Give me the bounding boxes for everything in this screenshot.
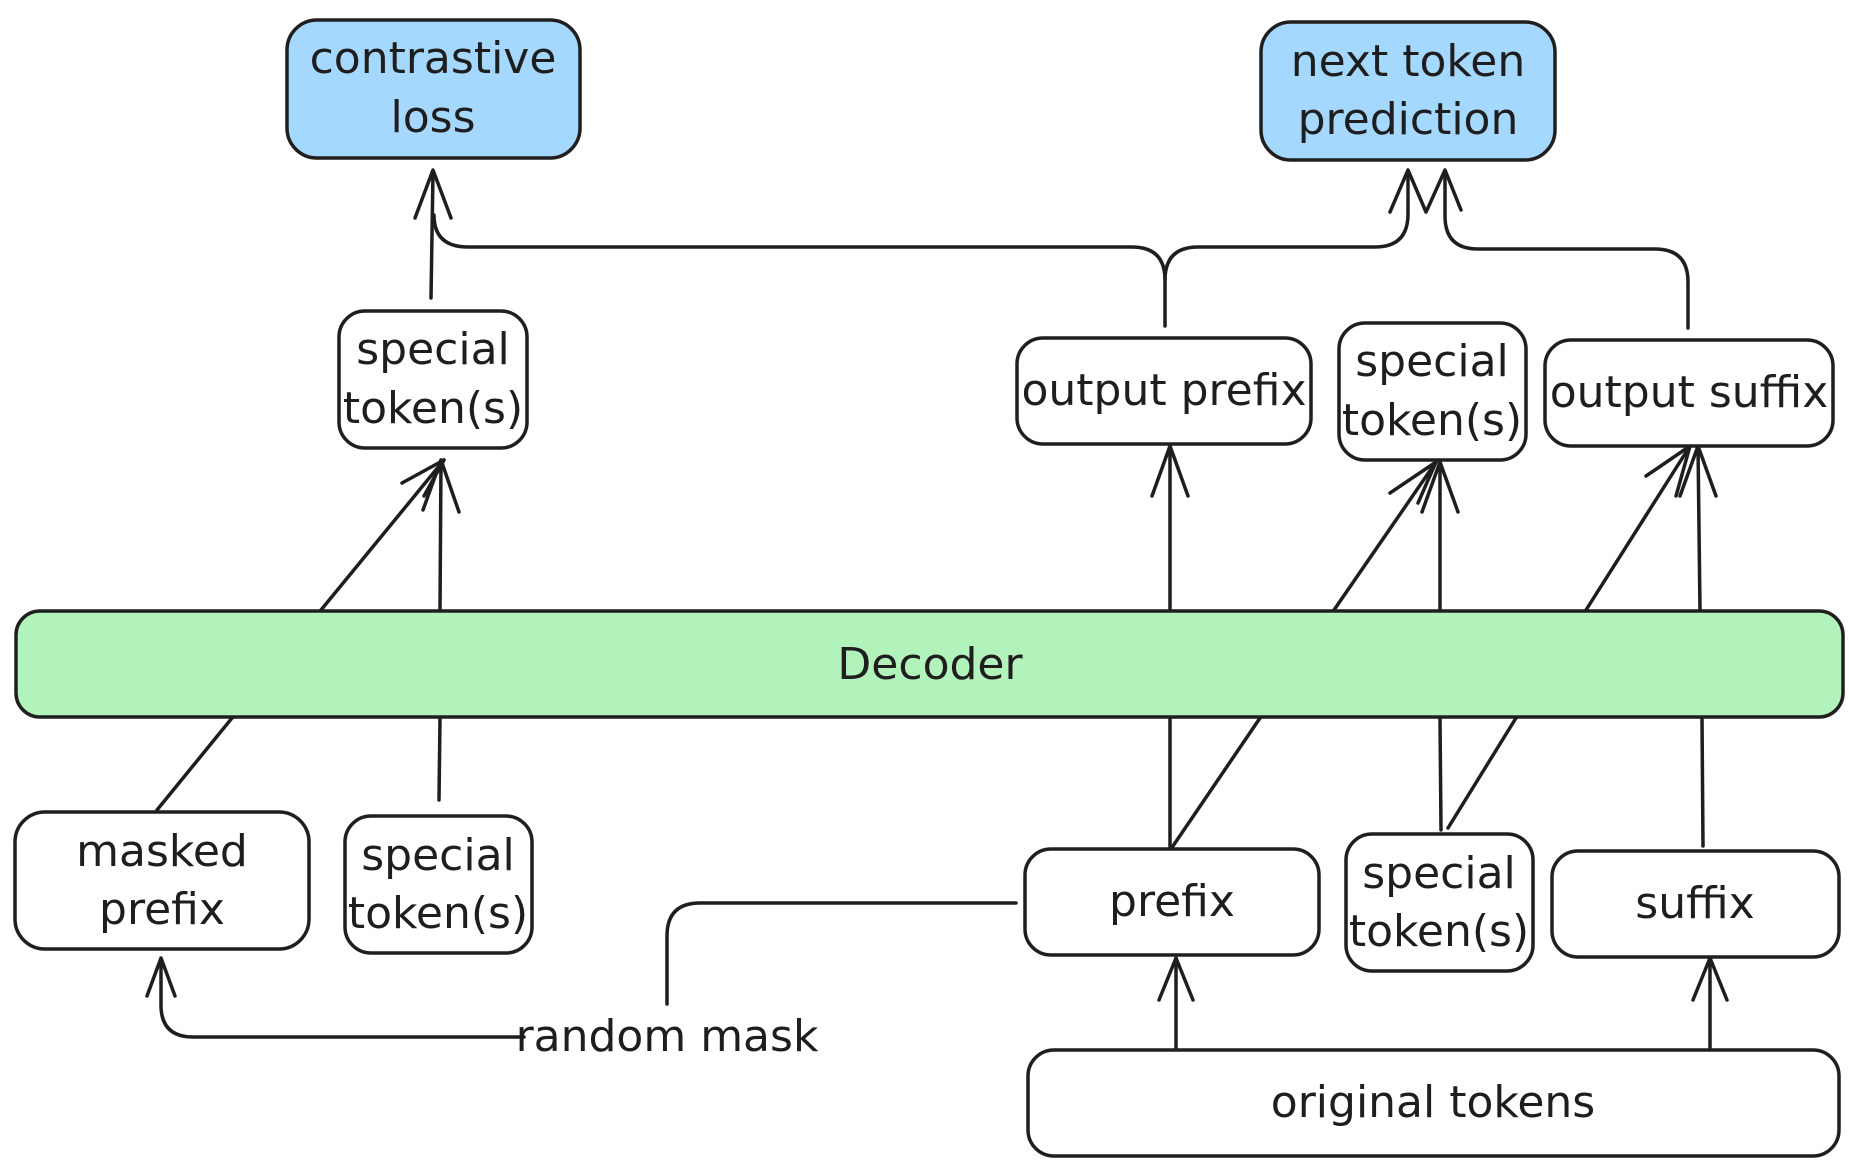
edge-arrowhead xyxy=(145,956,177,998)
decoder-node: Decoder xyxy=(14,609,1845,719)
special-tokens-bottom-mid-line2: token(s) xyxy=(1349,906,1529,957)
edge-output-prefix-branch xyxy=(432,213,1167,328)
edge-arrowhead xyxy=(1157,956,1195,1002)
contrastive-loss-node: contrastive loss xyxy=(285,18,582,160)
suffix-label: suffix xyxy=(1635,878,1754,929)
edge-random-mask-to-masked-prefix xyxy=(159,958,526,1039)
edge-arrowhead xyxy=(1388,460,1438,505)
output-prefix-label: output prefix xyxy=(1022,365,1307,416)
edges xyxy=(145,168,1729,1050)
special-tokens-bottom-left-line1: special xyxy=(361,830,515,881)
edge-special-top-left-to-contrastive-loss xyxy=(429,170,435,300)
edge-decoder-to-output-suffix-a xyxy=(1584,444,1692,612)
random-mask-label: random mask xyxy=(516,1011,819,1062)
edge-output-prefix-to-next-token xyxy=(1163,170,1410,282)
special-tokens-bottom-left-node: special token(s) xyxy=(343,814,534,955)
masked-prefix-line1: masked xyxy=(76,826,248,877)
edge-output-suffix-to-next-token xyxy=(1443,170,1690,330)
edge-arrowhead xyxy=(1420,460,1460,514)
edge-masked-prefix-to-decoder xyxy=(155,716,234,812)
edge-decoder-to-output-suffix-b xyxy=(1696,444,1702,612)
special-tokens-bottom-mid-line1: special xyxy=(1362,848,1516,899)
next-token-prediction-line2: prediction xyxy=(1298,94,1519,145)
original-tokens-label: original tokens xyxy=(1271,1077,1595,1128)
edge-prefix-to-random-mask xyxy=(665,901,1018,1006)
special-tokens-top-left-node: special token(s) xyxy=(337,309,529,450)
edge-arrowhead xyxy=(413,168,453,220)
edge-decoder-to-special-top-left-b xyxy=(438,458,443,612)
masked-prefix-line2: prefix xyxy=(99,884,225,935)
edge-decoder-to-special-top-left-a xyxy=(319,458,446,612)
special-tokens-top-left-line2: token(s) xyxy=(343,383,523,434)
output-prefix-node: output prefix xyxy=(1015,336,1313,446)
special-tokens-bottom-mid-node: special token(s) xyxy=(1344,832,1535,973)
original-tokens-node: original tokens xyxy=(1026,1048,1841,1158)
output-suffix-label: output suffix xyxy=(1550,367,1829,418)
special-tokens-top-mid-node: special token(s) xyxy=(1337,321,1528,462)
next-token-prediction-node: next token prediction xyxy=(1259,20,1557,162)
suffix-node: suffix xyxy=(1550,849,1841,959)
edge-suffix-to-decoder xyxy=(1700,716,1705,848)
edge-special-bottom-mid-to-decoder-diagonal xyxy=(1446,716,1518,830)
edge-special-bottom-mid-to-decoder xyxy=(1438,716,1443,832)
edge-arrowhead xyxy=(1388,168,1428,214)
edge-decoder-to-special-top-mid-a xyxy=(1332,460,1438,612)
special-tokens-bottom-left-line2: token(s) xyxy=(348,888,528,939)
contrastive-loss-line1: contrastive xyxy=(310,33,557,84)
contrastive-loss-line2: loss xyxy=(391,92,476,143)
prefix-node: prefix xyxy=(1023,847,1321,957)
edge-arrowhead xyxy=(1425,168,1463,212)
next-token-prediction-line1: next token xyxy=(1291,36,1526,87)
special-tokens-top-mid-line1: special xyxy=(1355,336,1509,387)
decoder-label: Decoder xyxy=(837,639,1023,690)
edge-arrowhead xyxy=(421,458,461,514)
special-tokens-top-left-line1: special xyxy=(356,324,510,375)
edge-prefix-to-decoder-diagonal xyxy=(1171,716,1262,848)
edge-special-bottom-left-to-decoder xyxy=(437,716,442,802)
prefix-label: prefix xyxy=(1109,876,1235,927)
output-suffix-node: output suffix xyxy=(1543,338,1835,448)
edge-arrowhead xyxy=(1150,444,1190,498)
special-tokens-top-mid-line2: token(s) xyxy=(1342,395,1522,446)
masked-prefix-node: masked prefix xyxy=(13,810,311,951)
